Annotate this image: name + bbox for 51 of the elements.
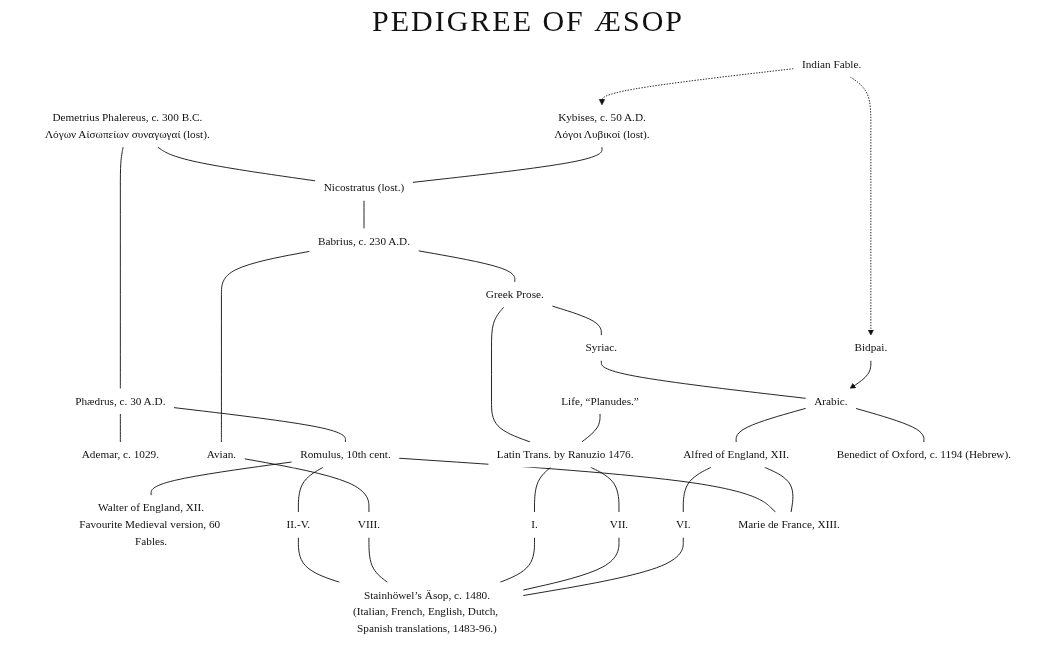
- connector: [522, 537, 684, 596]
- connector: [418, 250, 516, 283]
- connector: [398, 457, 777, 513]
- connector: [581, 413, 601, 443]
- connector: [491, 306, 531, 443]
- connector: [412, 146, 603, 183]
- connector: [682, 466, 712, 513]
- connector: [855, 408, 925, 443]
- node-text: Demetrius Phalereus, c. 300 B.C. Λόγων Αἰσωπείων συναγωγαί (lost).: [44, 111, 210, 141]
- connector: [150, 461, 293, 496]
- node-text: Stainhöwel’s Äsop, c. 1480. (Italian, French, English, Dutch, Spanish translations, 1483-96.): [353, 588, 499, 635]
- connector: [368, 537, 389, 583]
- connector: [735, 407, 807, 443]
- connector: [119, 146, 124, 390]
- node-text: Marie de France, XIII.: [738, 518, 840, 531]
- node-text: Indian Fable.: [801, 57, 862, 70]
- connector: [499, 537, 535, 583]
- connector: [551, 305, 602, 336]
- connector: [590, 466, 620, 513]
- node-text: Ademar, c. 1029.: [81, 448, 159, 461]
- node-text: Arabic.: [814, 394, 848, 407]
- connector: [220, 250, 310, 443]
- node-text: Nicostratus (lost.): [323, 181, 405, 194]
- node-text: Benedict of Oxford, c. 1194 (Hebrew).: [836, 448, 1012, 461]
- connector: [534, 466, 552, 513]
- node-text: Bidpai.: [854, 341, 888, 354]
- connector: [173, 407, 346, 443]
- node-text: Avian.: [206, 448, 237, 461]
- connector: [119, 413, 121, 443]
- connector: [297, 537, 341, 583]
- node-text: VI.: [675, 518, 691, 531]
- node-text: Romulus, 10th cent.: [300, 448, 391, 461]
- node-text: I.: [531, 518, 538, 531]
- node-text: Greek Prose.: [485, 288, 544, 301]
- connector: [600, 360, 807, 399]
- diagram-title: PEDIGREE OF ÆSOP: [371, 4, 685, 38]
- node-text: Alfred of England, XII.: [683, 448, 790, 461]
- node-text: Kybises, c. 50 A.D. Λόγοι Λυβικοί (lost).: [554, 111, 650, 141]
- node-text: Walter of England, XII. Favourite Medieval version, 60 Fables.: [79, 501, 221, 548]
- connector: [157, 146, 316, 182]
- connector: [522, 537, 620, 591]
- node-text: VII.: [609, 518, 629, 531]
- node-text: Babrius, c. 230 A.D.: [317, 234, 411, 247]
- node-text: VIII.: [357, 518, 381, 531]
- node-text: II.-V.: [286, 518, 311, 531]
- node-text: Life, “Planudes.”: [561, 394, 639, 407]
- connector: [244, 458, 370, 513]
- node-text: Phædrus, c. 30 A.D.: [75, 394, 166, 407]
- connector: [297, 466, 324, 513]
- connector: [764, 466, 794, 513]
- node-text: Syriac.: [585, 341, 618, 354]
